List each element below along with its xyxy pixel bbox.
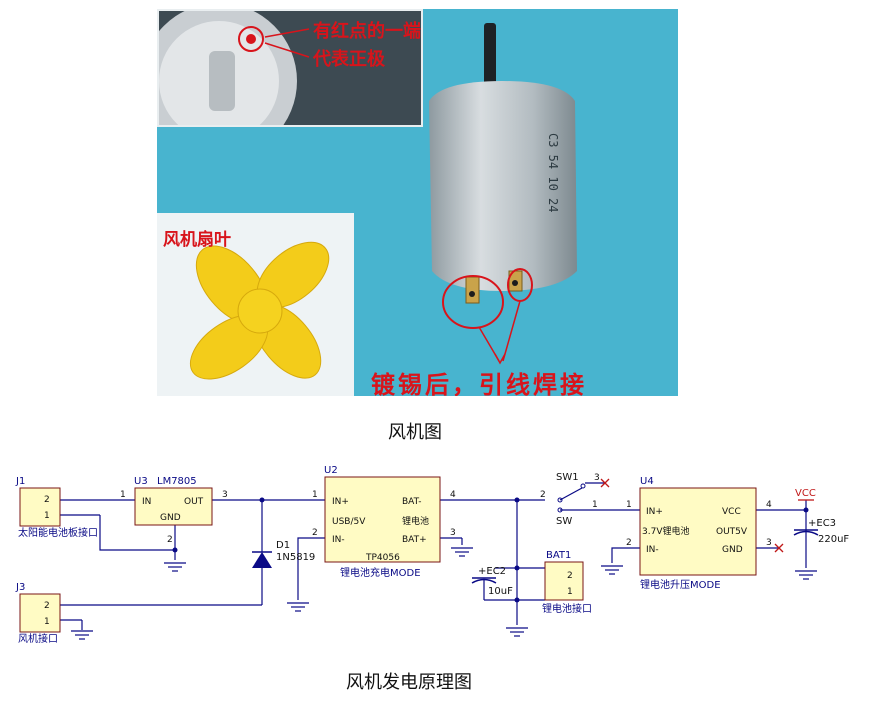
svg-text:GND: GND (160, 513, 181, 523)
svg-text:IN-: IN- (646, 545, 659, 555)
motor-back-inset: 有红点的一端 代表正极 (157, 9, 423, 127)
fan-figure-caption: 风机图 (388, 422, 442, 443)
bat1-connector: BAT1 2 1 锂电池接口 (542, 550, 592, 615)
svg-text:锂电池充电MODE: 锂电池充电MODE (340, 566, 421, 579)
svg-text:OUT: OUT (184, 497, 204, 507)
svg-text:2: 2 (312, 528, 318, 538)
svg-text:GND: GND (722, 545, 743, 555)
svg-text:2: 2 (626, 538, 632, 548)
svg-text:1: 1 (312, 490, 318, 500)
svg-text:4: 4 (766, 500, 772, 510)
svg-text:SW1: SW1 (556, 472, 579, 483)
red-dot-marker (246, 34, 256, 44)
positive-note-line1: 有红点的一端 (313, 21, 421, 42)
svg-text:2: 2 (167, 535, 173, 545)
svg-text:1: 1 (44, 511, 50, 521)
svg-text:1: 1 (120, 490, 126, 500)
svg-text:锂电池: 锂电池 (402, 515, 429, 527)
svg-text:1: 1 (44, 617, 50, 627)
junction-dots (172, 497, 809, 603)
svg-text:BAT1: BAT1 (546, 550, 571, 561)
svg-text:2: 2 (44, 601, 50, 611)
ground-symbols (71, 547, 817, 640)
svg-text:J1: J1 (15, 476, 25, 487)
svg-text:D1: D1 (276, 540, 290, 551)
positive-note-line2: 代表正极 (313, 49, 385, 70)
svg-text:风机接口: 风机接口 (18, 632, 58, 645)
svg-text:2: 2 (567, 571, 573, 581)
svg-text:1N5819: 1N5819 (276, 552, 315, 563)
svg-text:锂电池接口: 锂电池接口 (542, 602, 592, 615)
svg-text:1: 1 (592, 500, 598, 510)
u2-charger: U2 IN+ USB/5V IN- BAT- 锂电池 BAT+ TP4056 1… (312, 465, 456, 579)
svg-text:3.7V锂电池: 3.7V锂电池 (642, 525, 689, 537)
fan-blade-inset: 风机扇叶 (157, 213, 354, 396)
d1-diode: D1 1N5819 (252, 540, 315, 568)
ground-u3 (164, 562, 186, 572)
svg-text:OUT5V: OUT5V (716, 527, 748, 537)
svg-text:锂电池升压MODE: 锂电池升压MODE (640, 578, 721, 591)
svg-text:3: 3 (450, 528, 456, 538)
svg-text:3: 3 (222, 490, 228, 500)
ec2-capacitor: +EC2 10uF (471, 566, 513, 597)
svg-text:220uF: 220uF (818, 534, 849, 545)
svg-text:IN: IN (142, 497, 151, 507)
svg-text:+EC3: +EC3 (808, 518, 836, 529)
sw1-switch: SW1 SW 2 1 3 (540, 472, 610, 527)
noconnect-mark-sw (600, 478, 610, 488)
svg-text:IN+: IN+ (646, 507, 663, 517)
svg-text:3: 3 (766, 538, 772, 548)
svg-text:U4: U4 (640, 476, 654, 487)
svg-text:+EC2: +EC2 (478, 566, 506, 577)
ground-j3 (71, 620, 93, 640)
schematic-caption: 风机发电原理图 (346, 672, 472, 693)
ground-d1 (287, 602, 309, 612)
solder-note: 镀锡后，引线焊接 (371, 371, 587, 396)
svg-text:VCC: VCC (722, 507, 741, 517)
svg-text:LM7805: LM7805 (157, 476, 197, 487)
fan-blade-label: 风机扇叶 (163, 230, 231, 250)
svg-text:BAT+: BAT+ (402, 535, 427, 545)
svg-text:U3: U3 (134, 476, 148, 487)
svg-text:IN-: IN- (332, 535, 345, 545)
u4-boost: U4 IN+ 3.7V锂电池 IN- VCC OUT5V GND 1 2 3 4… (626, 476, 784, 591)
svg-text:SW: SW (556, 516, 572, 527)
svg-text:太阳能电池板接口: 太阳能电池板接口 (18, 526, 98, 539)
terminal-circle-left (442, 275, 504, 329)
vcc-flag: VCC (795, 488, 816, 501)
svg-text:TP4056: TP4056 (365, 553, 400, 563)
svg-text:U2: U2 (324, 465, 338, 476)
ground-u4 (601, 565, 623, 575)
u3-regulator: U3 LM7805 IN OUT GND 1 2 3 (120, 476, 228, 545)
motor-body (429, 81, 577, 291)
svg-text:VCC: VCC (795, 488, 816, 499)
ground-u2 (451, 547, 473, 557)
photo-graphics: C3 54 10 24 (429, 23, 577, 365)
motor-terminal-left (465, 276, 480, 304)
svg-text:BAT-: BAT- (402, 497, 422, 507)
j1-connector: J1 2 1 太阳能电池板接口 (15, 476, 98, 539)
svg-text:1: 1 (567, 587, 573, 597)
schematic-diagram: J1 2 1 太阳能电池板接口 J3 2 1 风机接口 U3 LM7805 IN… (15, 465, 849, 645)
svg-text:2: 2 (44, 495, 50, 505)
j3-connector: J3 2 1 风机接口 (15, 582, 61, 645)
svg-text:4: 4 (450, 490, 456, 500)
svg-text:3: 3 (594, 473, 600, 483)
svg-text:1: 1 (626, 500, 632, 510)
ground-ec3 (795, 570, 817, 580)
motor-bearing (209, 51, 235, 111)
wires (60, 482, 807, 625)
svg-text:USB/5V: USB/5V (332, 517, 366, 527)
svg-text:J3: J3 (15, 582, 25, 593)
svg-text:10uF: 10uF (488, 586, 513, 597)
noconnect-mark-u4 (774, 543, 784, 553)
fan-hub (237, 288, 283, 334)
ground-bat (506, 627, 528, 637)
motor-marking: C3 54 10 24 (546, 133, 560, 212)
ec3-capacitor: +EC3 220uF (793, 518, 849, 545)
svg-text:2: 2 (540, 490, 546, 500)
fan-photo: C3 54 10 24 有红点的一端 代表正极 (157, 9, 678, 396)
svg-text:IN+: IN+ (332, 497, 349, 507)
